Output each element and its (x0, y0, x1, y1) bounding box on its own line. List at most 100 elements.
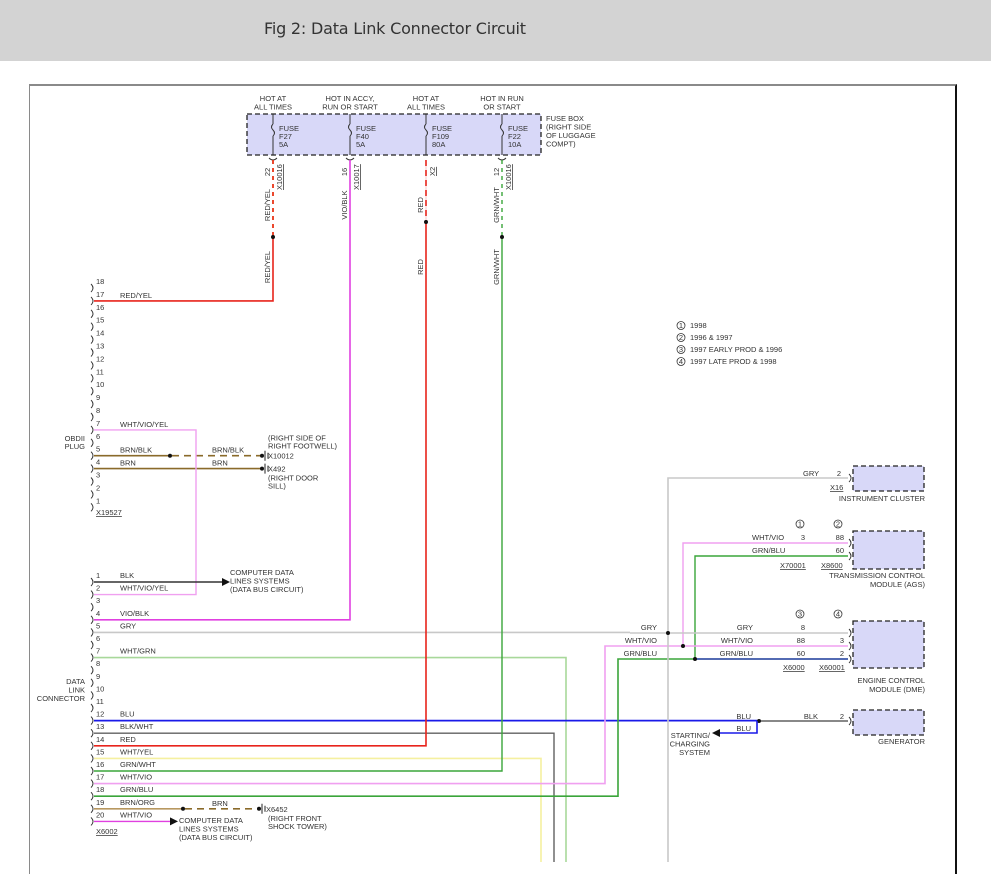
obdii-pin-number: 18 (96, 277, 104, 286)
fuse-box-label: COMPT) (546, 140, 576, 149)
dlc-pin-number: 17 (96, 773, 104, 782)
dlc-wire-label: GRN/WHT (120, 760, 156, 769)
legend-ref-circle (833, 609, 843, 619)
module-pin-bracket (848, 538, 852, 548)
wire-wht-grn (94, 656, 567, 862)
dlc-pin-bracket (90, 754, 94, 763)
legend-text: 1998 (690, 321, 707, 330)
fuse-supply-label: HOT AT (413, 94, 440, 103)
data-bus-label: LINES SYSTEMS (179, 825, 239, 834)
legend-ref-number: 3 (798, 610, 802, 619)
splice-dot (666, 631, 670, 635)
fuse-icon (271, 123, 275, 137)
dlc-connector-id: X6002 (96, 827, 118, 836)
ground-dot (260, 453, 264, 458)
obdii-pin-bracket (90, 502, 94, 512)
module-pin-bracket (848, 641, 852, 651)
dlc-pin-bracket (90, 653, 94, 662)
fuse-pin-number: 16 (340, 168, 349, 176)
ground-location: (RIGHT DOOR (268, 474, 319, 483)
dlc-wire-label: WHT/VIO/YEL (120, 584, 168, 593)
dlc-pin-bracket (90, 804, 94, 814)
dlc-pin-bracket (90, 615, 94, 625)
obdii-pin-number: 9 (96, 393, 100, 402)
ground-dot (257, 806, 261, 811)
fuse-icon (424, 123, 428, 137)
fuse-wire-label: RED/YEL (263, 189, 272, 221)
splice-dot (681, 644, 685, 648)
module-pin-number: 60 (797, 649, 805, 658)
fuse-supply-label: ALL TIMES (407, 103, 445, 112)
legend-circle (676, 345, 686, 354)
module-wire-label: GRN/BLU (752, 546, 785, 555)
obdii-wire-label: BRN (120, 459, 136, 468)
obdii-pin-bracket (90, 348, 94, 357)
wire-red-yel (94, 237, 274, 302)
obdii-pin-bracket (90, 399, 94, 409)
figure-title: Fig 2: Data Link Connector Circuit (264, 19, 526, 38)
fuse-rating: 10A (508, 140, 521, 149)
legend-circle (676, 333, 686, 342)
legend-ref-number: 4 (836, 610, 840, 619)
fuse-wire-label: VIO/BLK (340, 190, 349, 219)
dlc-pin-number: 11 (96, 697, 104, 706)
tcm-box (852, 530, 925, 570)
fuse-id: F22 (508, 132, 521, 141)
splice-dot (168, 453, 172, 458)
wire-grn-blu (94, 658, 694, 798)
module-wire-label: BLK (804, 712, 818, 721)
wire-wht-vio-tcm (682, 542, 848, 646)
obdii-pin-number: 12 (96, 354, 104, 363)
obdii-wire-label: BRN (212, 459, 228, 468)
dlc-pin-bracket (90, 791, 94, 801)
splice-dot (424, 220, 428, 224)
dlc-wire-label: VIO/BLK (120, 609, 149, 618)
splice-dot (757, 719, 761, 723)
legend-ref-circle (795, 519, 805, 529)
dlc-pin-bracket (90, 817, 94, 826)
obdii-connector-id: X19527 (96, 508, 122, 517)
splice-wire-label: GRY (641, 623, 657, 632)
fuse-pin-number: 12 (492, 168, 501, 176)
data-bus-label: LINES SYSTEMS (230, 577, 290, 586)
obdii-pin-number: 4 (96, 458, 100, 467)
starting-charging-label: SYSTEM (679, 748, 710, 757)
dlc-pin-bracket (90, 716, 94, 725)
obdii-pin-bracket (90, 335, 94, 344)
module-connector-id: X16 (830, 483, 843, 492)
fuse-icon (500, 123, 504, 137)
module-pin-bracket (848, 654, 852, 664)
data-bus-label: (DATA BUS CIRCUIT) (230, 585, 304, 594)
dlc-label: LINK (68, 686, 85, 695)
obdii-pin-bracket (90, 477, 94, 486)
fuse-supply-label: HOT AT (260, 94, 287, 103)
fuse-box (246, 113, 542, 156)
fuse-wire-label: RED/YEL (263, 251, 272, 283)
dlc-pin-bracket (90, 577, 94, 587)
dlc-wire-label: BLU (120, 710, 135, 719)
fuse-wire-label: RED (416, 259, 425, 275)
dlc-pin-bracket (90, 703, 94, 713)
dlc-pin-number: 1 (96, 571, 100, 580)
dlc-pin-bracket (90, 691, 94, 700)
fuse-supply-label: HOT IN ACCY, (326, 94, 375, 103)
module-connector-id: X8600 (821, 561, 843, 570)
obdii-pin-number: 2 (96, 483, 100, 492)
ground-location: SILL) (268, 482, 286, 491)
dlc-wire-label: BRN/ORG (120, 798, 155, 807)
module-connector-id: X6000 (783, 663, 805, 672)
dlc-label: DATA (66, 677, 85, 686)
module-name: TRANSMISSION CONTROL (829, 571, 925, 580)
splice-dot (181, 806, 185, 811)
splice-wire-label: WHT/VIO (625, 636, 657, 645)
legend-circle (676, 357, 686, 366)
obdii-pin-bracket (90, 425, 94, 435)
dlc-wire-label: WHT/GRN (120, 647, 156, 656)
obdii-pin-number: 5 (96, 445, 100, 454)
module-wire-label: GRN/BLU (720, 649, 753, 658)
legend-ref-circle (795, 609, 805, 619)
module-pin-number: 60 (836, 546, 844, 555)
module-connector-id: X70001 (780, 561, 806, 570)
dlc-pin-number: 10 (96, 684, 104, 693)
